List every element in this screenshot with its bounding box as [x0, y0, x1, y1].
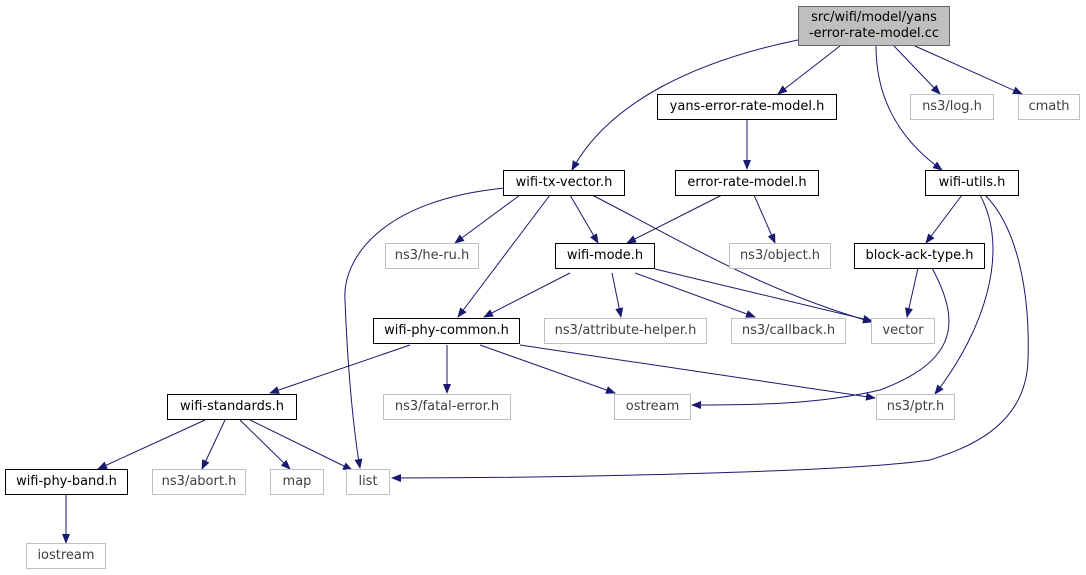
edge-utils-to-blockack [925, 194, 963, 244]
edge-mode-to-attrhelper [611, 272, 624, 318]
edge-txvector-to-vector [591, 194, 873, 324]
edge-root-to-cmath [914, 45, 1023, 95]
edge-standards-to-abort [201, 419, 226, 470]
node-list: list [346, 469, 390, 495]
node-label: wifi-phy-band.h [16, 474, 117, 489]
node-label: ostream [625, 399, 680, 414]
node-label: yans-error-rate-model.h [669, 99, 825, 114]
node-iostream: iostream [26, 543, 106, 569]
node-label: ns3/he-ru.h [394, 248, 470, 263]
node-root-file-label: src/wifi/model/yans -error-rate-model.cc [808, 10, 940, 41]
node-error-rate-model-h[interactable]: error-rate-model.h [675, 170, 819, 196]
node-label: list [358, 474, 378, 489]
edge-blockack-to-vector [905, 267, 919, 318]
node-label: ns3/log.h [922, 99, 982, 114]
edge-blockack-to-ostream [691, 267, 950, 409]
edge-mode-to-phycommon [483, 272, 571, 318]
edge-mode-to-callback [634, 272, 756, 318]
node-label: ns3/callback.h [741, 323, 836, 338]
node-ostream: ostream [614, 394, 691, 420]
node-wifi-utils-h[interactable]: wifi-utils.h [925, 170, 1019, 196]
node-label: ns3/fatal-error.h [394, 399, 500, 414]
node-block-ack-type-h[interactable]: block-ack-type.h [854, 243, 985, 269]
node-root-file[interactable]: src/wifi/model/yans -error-rate-model.cc [798, 6, 950, 46]
node-label: wifi-standards.h [180, 399, 284, 414]
node-wifi-standards-h[interactable]: wifi-standards.h [167, 394, 297, 420]
edge-standards-to-map [239, 419, 291, 470]
node-ns3-callback-h: ns3/callback.h [731, 318, 846, 344]
edge-root-to-txvector [571, 39, 799, 171]
edge-errmodel-to-object [753, 194, 776, 244]
node-label: wifi-mode.h [566, 248, 644, 263]
node-yans-error-rate-model-h[interactable]: yans-error-rate-model.h [657, 94, 837, 120]
edge-phycommon-to-standards [269, 344, 411, 394]
edge-mode-to-vector [654, 268, 873, 323]
edge-txvector-to-mode [569, 194, 599, 244]
edge-root-to-yans [777, 45, 841, 95]
edge-txvector-to-phycommon [457, 194, 551, 318]
edge-root-to-utils [875, 45, 943, 171]
node-vector: vector [871, 318, 935, 344]
edge-txvector-to-heru [454, 194, 521, 244]
node-wifi-mode-h[interactable]: wifi-mode.h [555, 243, 655, 269]
edge-utils-to-ptr [934, 194, 994, 395]
edge-standards-to-list [249, 419, 353, 471]
edge-phycommon-to-ostream [479, 344, 616, 394]
node-ns3-log-h: ns3/log.h [910, 94, 994, 120]
node-label: vector [882, 323, 924, 338]
node-ns3-he-ru-h: ns3/he-ru.h [385, 243, 479, 269]
node-label: ns3/abort.h [161, 474, 237, 489]
edge-phycommon-to-ptr [519, 344, 876, 401]
node-label: ns3/attribute-helper.h [554, 323, 697, 338]
node-label: cmath [1028, 99, 1070, 114]
node-ns3-object-h: ns3/object.h [729, 243, 831, 269]
edge-root-to-log [893, 45, 941, 95]
node-cmath: cmath [1018, 94, 1080, 120]
node-ns3-abort-h: ns3/abort.h [152, 469, 246, 495]
node-label: ns3/ptr.h [886, 399, 945, 414]
node-wifi-phy-common-h[interactable]: wifi-phy-common.h [373, 318, 520, 344]
node-wifi-phy-band-h[interactable]: wifi-phy-band.h [5, 469, 128, 495]
node-label: wifi-tx-vector.h [515, 175, 613, 190]
node-label: map [282, 474, 312, 489]
node-label: iostream [37, 548, 95, 563]
edge-utils-to-list [391, 194, 1029, 482]
node-label: wifi-utils.h [938, 175, 1006, 190]
node-ns3-fatal-error-h: ns3/fatal-error.h [383, 394, 511, 420]
node-map: map [270, 469, 324, 495]
edge-errmodel-to-mode [626, 194, 723, 244]
node-label: block-ack-type.h [865, 248, 974, 263]
node-label: error-rate-model.h [687, 175, 807, 190]
edge-standards-to-phyband [97, 419, 206, 470]
node-label: ns3/object.h [739, 248, 821, 263]
node-ns3-ptr-h: ns3/ptr.h [876, 394, 955, 420]
node-wifi-tx-vector-h[interactable]: wifi-tx-vector.h [503, 170, 625, 196]
edge-txvector-to-list [344, 187, 506, 469]
node-ns3-attribute-helper-h: ns3/attribute-helper.h [544, 318, 707, 344]
node-label: wifi-phy-common.h [384, 323, 509, 338]
